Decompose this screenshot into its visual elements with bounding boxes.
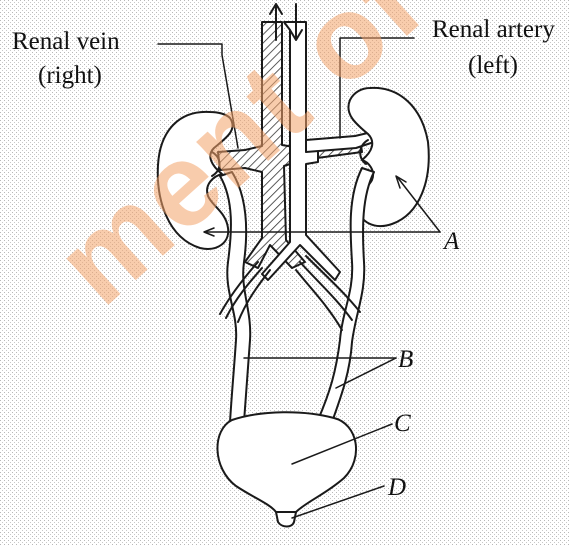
label-renal-vein-side: (right) (38, 62, 102, 90)
label-renal-artery: Renal artery (432, 16, 555, 44)
label-a: A (444, 228, 459, 256)
label-renal-artery-side: (left) (468, 52, 518, 80)
urethra (276, 512, 296, 527)
label-b: B (398, 346, 413, 374)
label-d: D (388, 474, 406, 502)
label-c: C (394, 410, 411, 438)
label-renal-vein: Renal vein (12, 28, 120, 56)
